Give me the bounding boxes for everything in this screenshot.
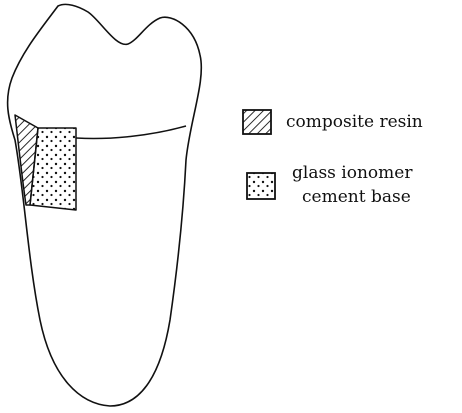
glass-ionomer-swatch <box>247 173 275 199</box>
composite-resin-swatch <box>243 110 271 134</box>
cemento-enamel-junction <box>76 126 186 139</box>
composite-resin-label: composite resin <box>286 112 423 132</box>
glass-ionomer-cement-base <box>30 128 76 210</box>
glass-ionomer-label-line1: glass ionomer <box>292 163 413 183</box>
legend: composite resin glass ionomer cement bas… <box>243 110 423 207</box>
tooth <box>8 4 202 406</box>
glass-ionomer-label-line2: cement base <box>302 187 411 207</box>
